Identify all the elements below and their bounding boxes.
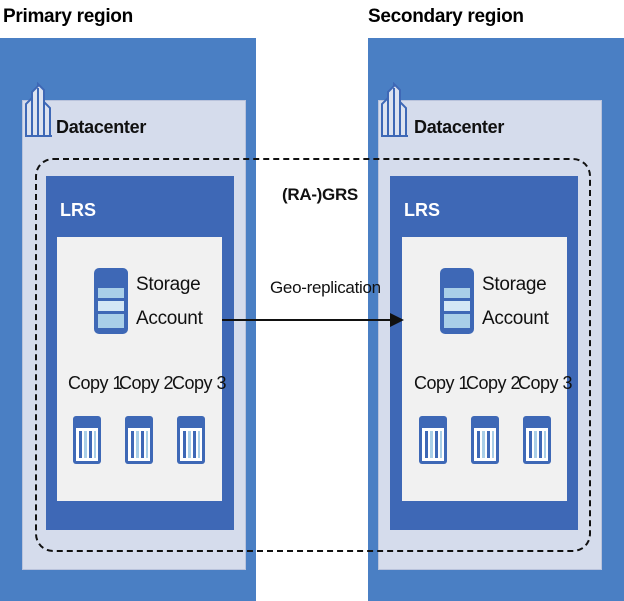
primary-storage-account-label: Storage Account bbox=[136, 274, 203, 329]
geo-replication-label: Geo-replication bbox=[270, 278, 381, 297]
primary-lrs-label: LRS bbox=[60, 200, 96, 220]
geo-replication-arrow bbox=[222, 310, 406, 330]
copy-label: Copy 2 bbox=[119, 373, 174, 393]
copy-label: Copy 1 bbox=[68, 373, 123, 393]
storage-account-icon bbox=[440, 268, 474, 334]
building-icon bbox=[380, 82, 410, 140]
secondary-region-label: Secondary region bbox=[368, 6, 524, 27]
blob-copy-icon bbox=[419, 416, 447, 464]
secondary-storage-account-label: Storage Account bbox=[482, 274, 549, 329]
blob-copy-icon bbox=[471, 416, 499, 464]
copy-label: Copy 2 bbox=[466, 373, 521, 393]
secondary-datacenter-label: Datacenter bbox=[414, 117, 505, 137]
blob-copy-icon bbox=[125, 416, 153, 464]
primary-region-label: Primary region bbox=[3, 6, 133, 27]
primary-datacenter-label: Datacenter bbox=[56, 117, 147, 137]
grs-label: (RA-)GRS bbox=[282, 185, 358, 204]
geo-redundant-boundary bbox=[35, 158, 591, 552]
secondary-lrs-label: LRS bbox=[404, 200, 440, 220]
copy-label: Copy 3 bbox=[518, 373, 573, 393]
building-icon bbox=[24, 82, 54, 140]
copy-label: Copy 3 bbox=[172, 373, 227, 393]
blob-copy-icon bbox=[177, 416, 205, 464]
blob-copy-icon bbox=[523, 416, 551, 464]
storage-account-icon bbox=[94, 268, 128, 334]
copy-label: Copy 1 bbox=[414, 373, 469, 393]
blob-copy-icon bbox=[73, 416, 101, 464]
